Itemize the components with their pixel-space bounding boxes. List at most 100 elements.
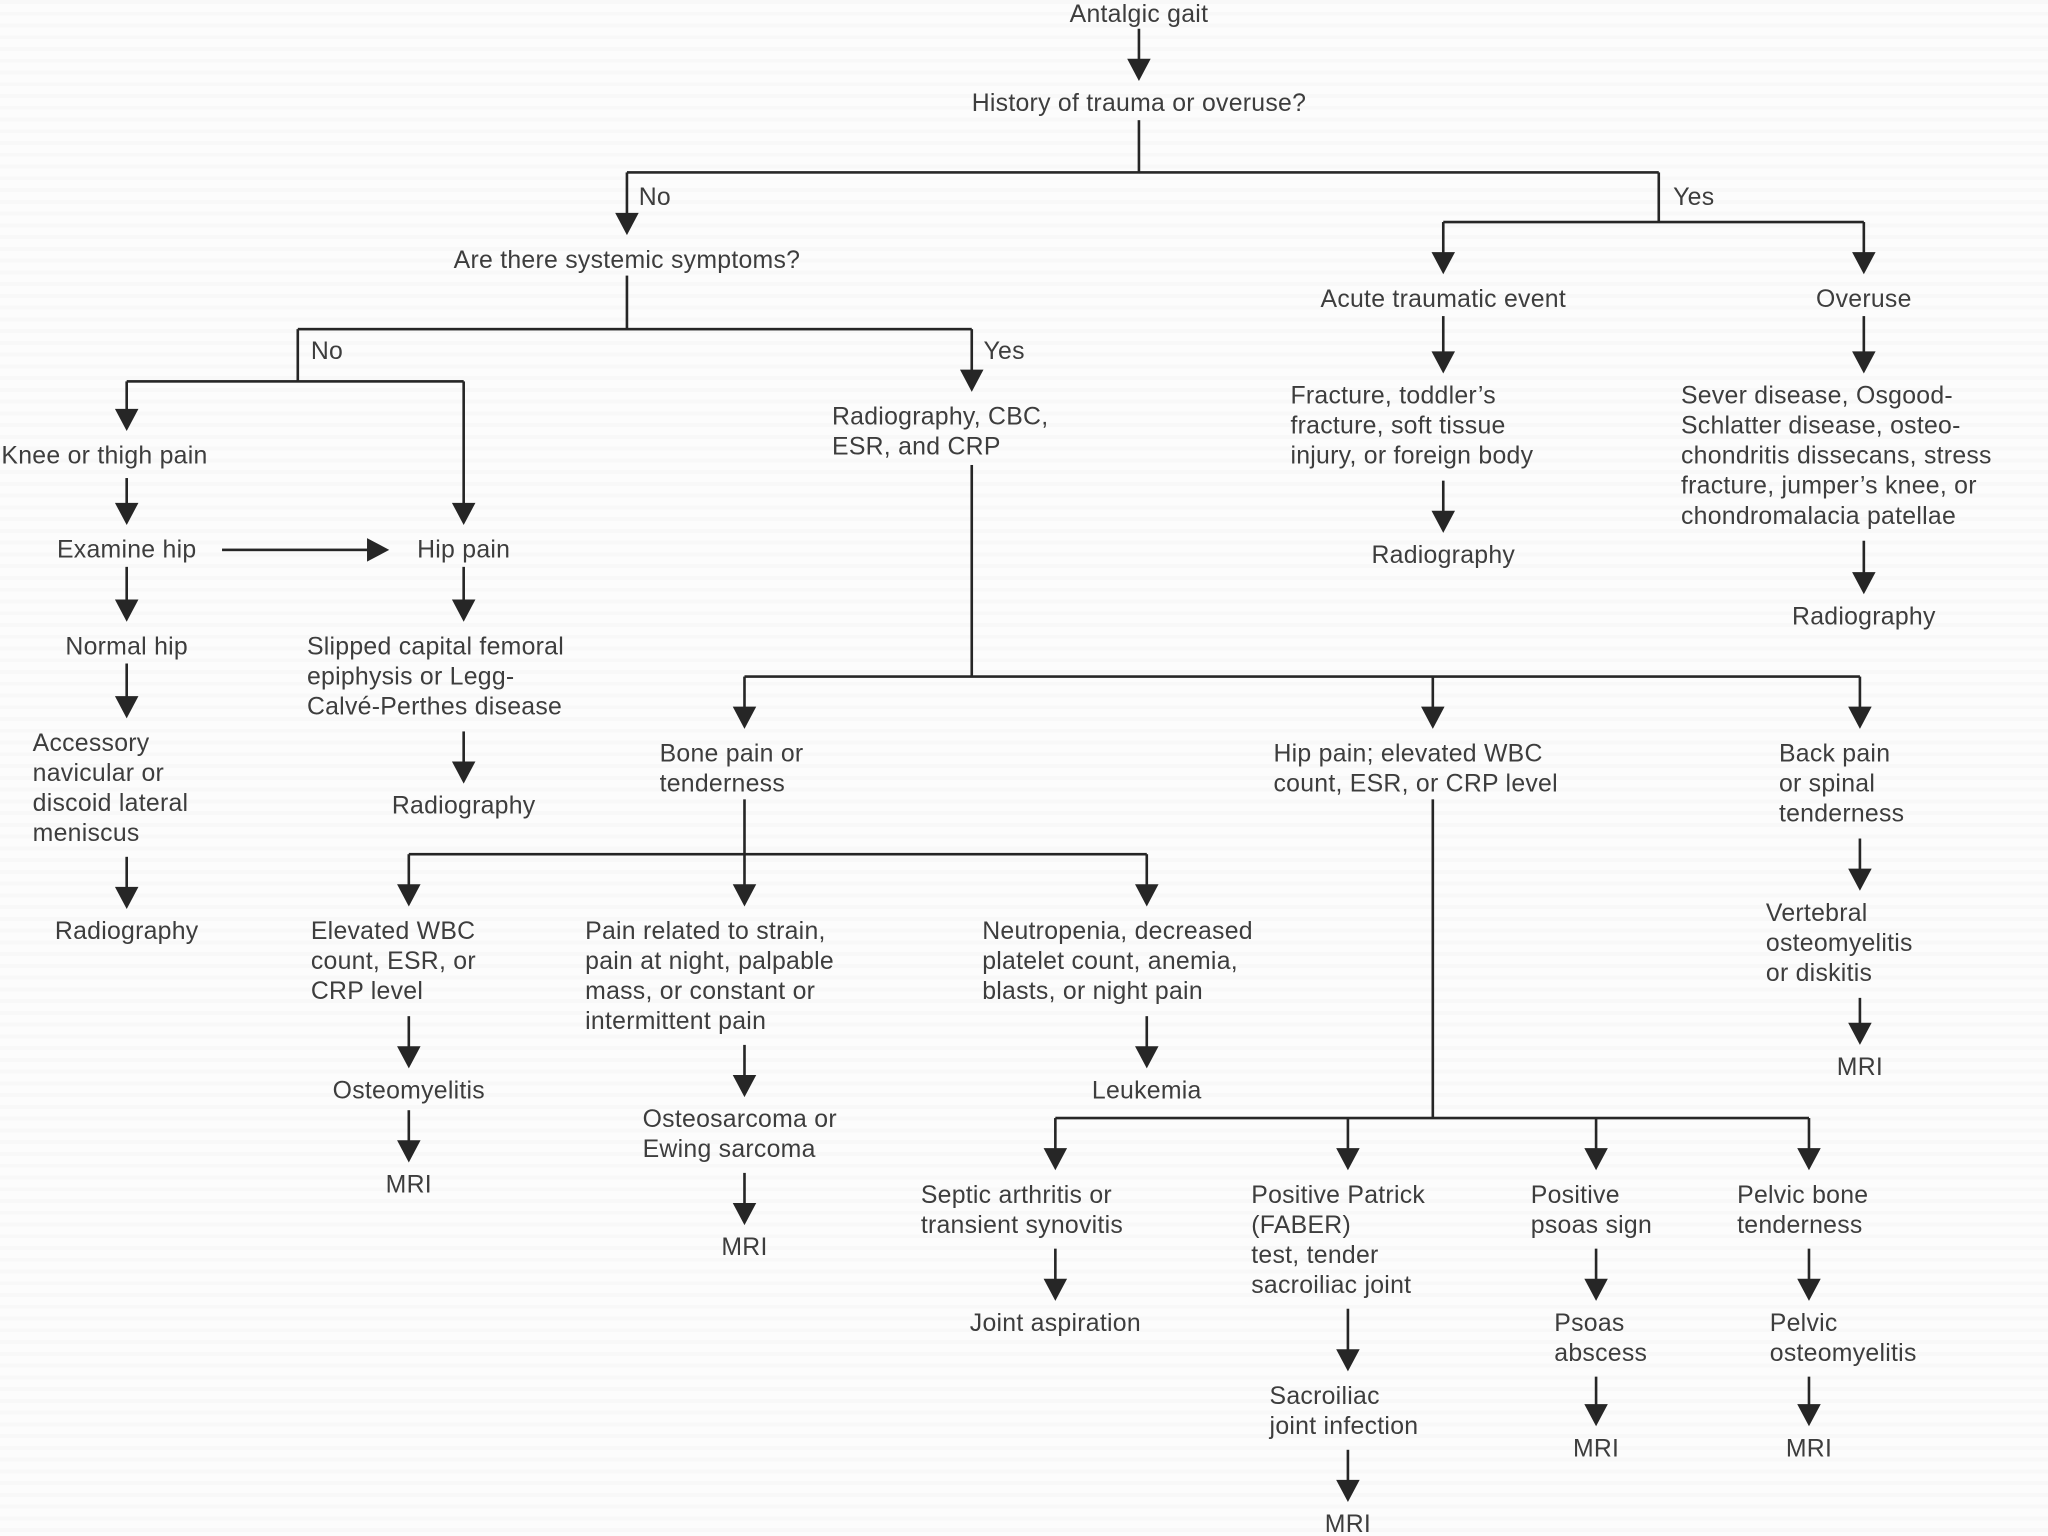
node-text-line: or diskitis xyxy=(1765,959,1873,988)
arrowhead-icon xyxy=(1336,1479,1360,1503)
node-text-line: Leukemia xyxy=(1091,1077,1202,1105)
arrowhead-icon xyxy=(1584,1148,1608,1171)
node-text-line: pain at night, palpable xyxy=(585,948,834,976)
node-text-line: (FABER) xyxy=(1251,1212,1351,1240)
arrowhead-icon xyxy=(114,408,139,432)
node-text-line: Fracture, toddler’s xyxy=(1290,382,1496,411)
node-mri-pelvic: MRI xyxy=(1786,1434,1832,1464)
connector-vertical-line xyxy=(743,799,746,855)
connector-horizontal-line xyxy=(126,380,464,383)
node-text-line: No xyxy=(638,184,671,212)
node-radiography-cbc: Radiography, CBC,ESR, and CRP xyxy=(832,402,1048,462)
arrowhead-icon xyxy=(1797,1148,1821,1171)
connector-horizontal-line xyxy=(1055,1116,1809,1120)
arrowhead-icon xyxy=(1043,1278,1068,1301)
connector-vertical-line xyxy=(1137,28,1141,78)
node-text-line: sacroiliac joint xyxy=(1251,1272,1412,1300)
node-overuse: Overuse xyxy=(1816,285,1912,315)
connector-vertical-line xyxy=(407,854,411,903)
arrowhead-icon xyxy=(1431,351,1456,374)
arrowhead-icon xyxy=(1043,1148,1068,1171)
node-hip-pain: Hip pain xyxy=(417,536,510,566)
node-text-line: No xyxy=(310,338,344,366)
arrowhead-icon xyxy=(1852,351,1876,374)
node-text-line: Antalgic gait xyxy=(1069,1,1209,29)
connector-vertical-line xyxy=(1807,1248,1811,1297)
connector-vertical-line xyxy=(1054,1118,1057,1167)
node-text-line: Slipped capital femoral xyxy=(306,633,565,661)
connector-vertical-line xyxy=(625,275,629,330)
connector-vertical-line xyxy=(1441,316,1445,370)
arrowhead-icon xyxy=(732,1074,757,1098)
node-text-line: Elevated WBC xyxy=(310,918,476,946)
connector-vertical-line xyxy=(1594,1376,1598,1423)
arrowhead-icon xyxy=(615,212,639,236)
node-text-line: intermittent pain xyxy=(585,1008,767,1036)
connector-vertical-line xyxy=(1431,676,1435,725)
connector-vertical-line xyxy=(296,329,300,382)
node-text-line: Accessory xyxy=(32,730,150,758)
node-radiography-accessory: Radiography xyxy=(55,917,199,947)
node-text-line: Yes xyxy=(1673,184,1715,212)
connector-vertical-line xyxy=(1858,838,1862,887)
arrowhead-icon xyxy=(451,502,476,526)
arrowhead-icon xyxy=(1797,1278,1821,1301)
arrowhead-icon xyxy=(1852,252,1876,275)
node-text-line: joint infection xyxy=(1269,1413,1419,1441)
connector-horizontal-line xyxy=(744,675,1860,678)
connector-vertical-line xyxy=(970,464,974,677)
arrowhead-icon xyxy=(732,706,757,729)
node-text-line: Hip pain xyxy=(417,536,511,565)
connector-vertical-line xyxy=(1858,676,1862,725)
arrowhead-icon xyxy=(1336,1148,1360,1171)
arrowhead-icon xyxy=(114,502,139,526)
arrowhead-icon xyxy=(1797,1404,1821,1427)
node-text-line: discoid lateral xyxy=(32,790,189,818)
connector-vertical-line xyxy=(1346,1118,1350,1167)
node-text-line: Vertebral xyxy=(1765,899,1868,928)
node-text-line: Ewing sarcoma xyxy=(642,1136,816,1164)
node-text-line: injury, or foreign body xyxy=(1290,442,1534,471)
connector-vertical-line xyxy=(743,1044,746,1094)
arrowhead-icon xyxy=(1584,1278,1608,1301)
node-text-line: chondritis dissecans, stress xyxy=(1680,442,1992,471)
node-overuse-diagnoses: Sever disease, Osgood-Schlatter disease,… xyxy=(1681,381,1992,531)
arrowhead-icon xyxy=(1431,252,1456,275)
node-mri-sacroiliac: MRI xyxy=(1325,1510,1371,1536)
node-text-line: CRP level xyxy=(310,978,424,1006)
connector-vertical-line xyxy=(1431,799,1435,1119)
node-text-line: Osteosarcoma or xyxy=(642,1106,837,1134)
node-mri-osteosarcoma: MRI xyxy=(721,1233,767,1263)
node-text-line: Yes xyxy=(983,338,1025,366)
connector-horizontal-line xyxy=(297,327,972,331)
node-text-line: psoas sign xyxy=(1530,1212,1653,1240)
node-acute-traumatic-event: Acute traumatic event xyxy=(1321,285,1567,315)
arrowhead-icon xyxy=(1421,706,1445,729)
connector-vertical-line xyxy=(1858,997,1862,1041)
node-radiography-slipped: Radiography xyxy=(392,792,536,822)
connector-vertical-line xyxy=(1657,172,1661,223)
connector-vertical-line xyxy=(462,381,465,522)
node-text-line: Joint aspiration xyxy=(969,1310,1141,1338)
arrowhead-icon xyxy=(114,886,139,910)
node-osteomyelitis: Osteomyelitis xyxy=(333,1076,485,1106)
node-pain-strain: Pain related to strain,pain at night, pa… xyxy=(585,917,834,1037)
node-text-line: Schlatter disease, osteo- xyxy=(1680,412,1961,441)
node-text-line: transient synovitis xyxy=(920,1212,1124,1240)
node-text-line: Pelvic bone xyxy=(1737,1182,1869,1210)
node-text-line: MRI xyxy=(1572,1435,1620,1463)
connector-vertical-line xyxy=(462,731,465,780)
arrowhead-icon xyxy=(1336,1349,1360,1372)
node-text-line: Knee or thigh pain xyxy=(1,442,208,471)
connector-vertical-line xyxy=(125,566,128,618)
connector-horizontal-line xyxy=(222,548,386,552)
